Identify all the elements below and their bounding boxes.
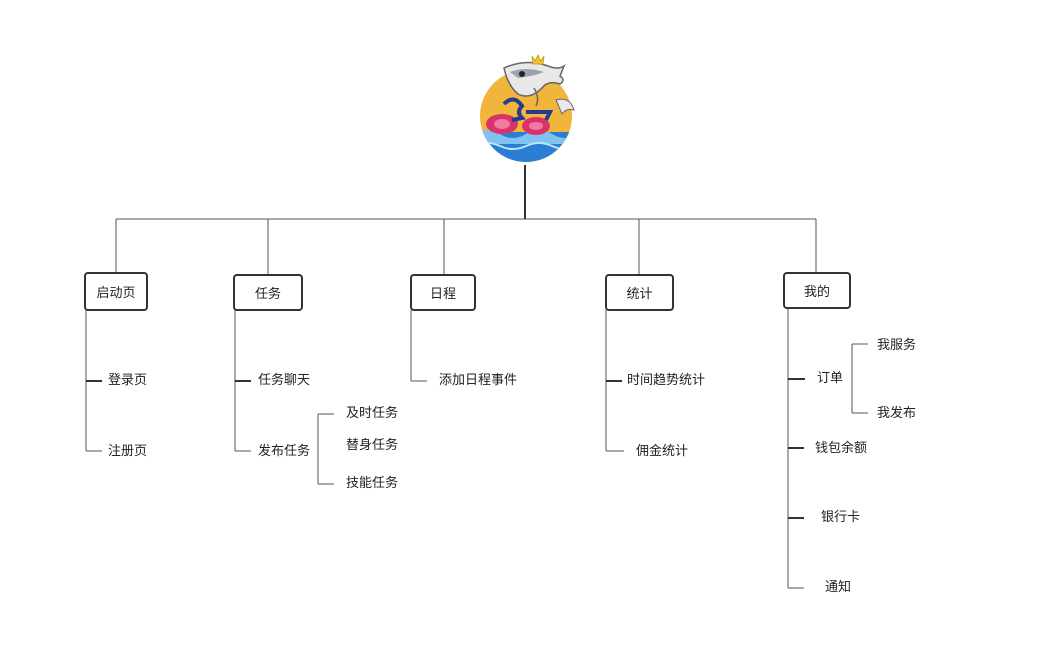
- node-mine-label: 我的: [803, 285, 830, 300]
- root-logo[interactable]: [474, 54, 578, 164]
- leaf-bank-card[interactable]: 银行卡: [821, 510, 861, 525]
- leaf-skill-task[interactable]: 技能任务: [346, 476, 399, 491]
- leaf-substitute-task[interactable]: 替身任务: [346, 438, 399, 453]
- leaf-commission-stats[interactable]: 佣金统计: [636, 444, 689, 459]
- node-stats-label: 统计: [626, 287, 653, 302]
- leaf-time-trend-stats[interactable]: 时间趋势统计: [627, 373, 706, 388]
- leaf-task-chat[interactable]: 任务聊天: [258, 373, 311, 388]
- leaf-register[interactable]: 注册页: [108, 444, 148, 459]
- node-task[interactable]: 任务: [233, 274, 303, 311]
- leaf-instant-task[interactable]: 及时任务: [346, 406, 399, 421]
- fish-crown-logo-icon: [480, 54, 575, 162]
- node-schedule[interactable]: 日程: [410, 274, 476, 311]
- node-splash-label: 启动页: [96, 286, 136, 301]
- leaf-wallet-balance[interactable]: 钱包余额: [815, 441, 868, 456]
- node-schedule-label: 日程: [429, 287, 456, 302]
- node-task-label: 任务: [254, 287, 281, 302]
- leaf-add-schedule-event[interactable]: 添加日程事件: [439, 373, 518, 388]
- leaf-login[interactable]: 登录页: [108, 373, 148, 388]
- leaf-publish-task[interactable]: 发布任务: [258, 444, 311, 459]
- leaf-my-service[interactable]: 我服务: [877, 338, 917, 353]
- node-mine[interactable]: 我的: [783, 272, 851, 309]
- leaf-notification[interactable]: 通知: [825, 580, 852, 595]
- node-splash[interactable]: 启动页: [84, 272, 148, 311]
- leaf-order[interactable]: 订单: [817, 371, 844, 386]
- leaf-my-published[interactable]: 我发布: [877, 406, 917, 421]
- node-stats[interactable]: 统计: [605, 274, 674, 311]
